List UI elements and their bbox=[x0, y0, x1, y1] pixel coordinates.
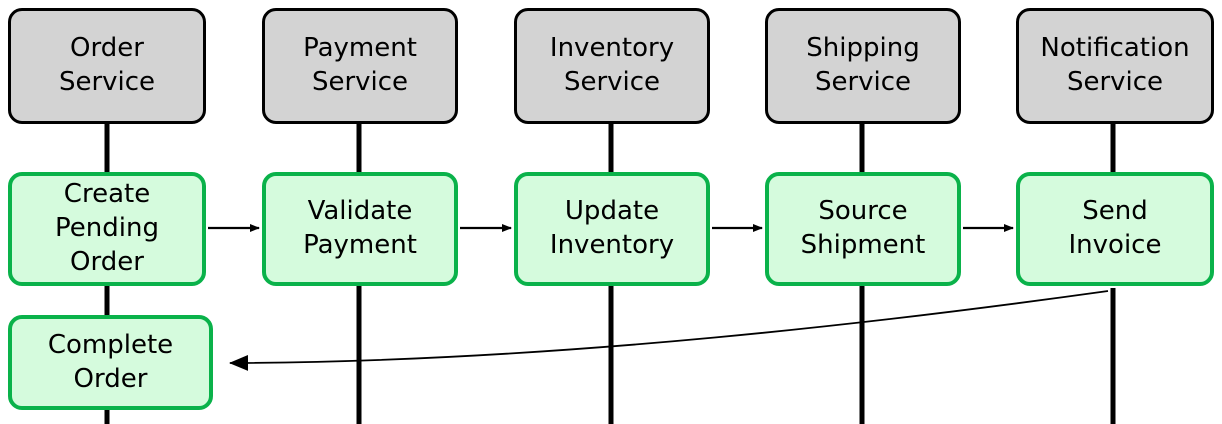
action-box-send-invoice[interactable]: Send Invoice bbox=[1016, 172, 1214, 286]
action-box-source-shipment[interactable]: Source Shipment bbox=[765, 172, 961, 286]
service-label-inventory-service: Inventory Service bbox=[549, 33, 675, 97]
service-box-inventory-service[interactable]: Inventory Service bbox=[514, 8, 710, 124]
action-label-source-shipment: Source Shipment bbox=[800, 196, 926, 260]
action-label-send-invoice: Send Invoice bbox=[1068, 196, 1162, 260]
arrow-send-invoice-to-complete-order bbox=[229, 290, 1109, 371]
action-label-update-inventory: Update Inventory bbox=[549, 196, 675, 260]
action-box-complete-order[interactable]: Complete Order bbox=[8, 315, 213, 410]
action-label-complete-order: Complete Order bbox=[47, 329, 174, 394]
service-box-notification-service[interactable]: Notification Service bbox=[1016, 8, 1214, 124]
service-label-order-service: Order Service bbox=[58, 33, 156, 97]
action-box-create-pending-order[interactable]: Create Pending Order bbox=[8, 172, 206, 286]
service-box-order-service[interactable]: Order Service bbox=[8, 8, 206, 124]
action-label-validate-payment: Validate Payment bbox=[303, 196, 417, 260]
service-label-shipping-service: Shipping Service bbox=[806, 33, 920, 97]
service-box-payment-service[interactable]: Payment Service bbox=[262, 8, 458, 124]
action-box-update-inventory[interactable]: Update Inventory bbox=[514, 172, 710, 286]
action-label-create-pending-order: Create Pending Order bbox=[55, 179, 159, 277]
action-box-validate-payment[interactable]: Validate Payment bbox=[262, 172, 458, 286]
service-box-shipping-service[interactable]: Shipping Service bbox=[765, 8, 961, 124]
service-label-notification-service: Notification Service bbox=[1040, 33, 1190, 97]
service-label-payment-service: Payment Service bbox=[303, 33, 417, 97]
